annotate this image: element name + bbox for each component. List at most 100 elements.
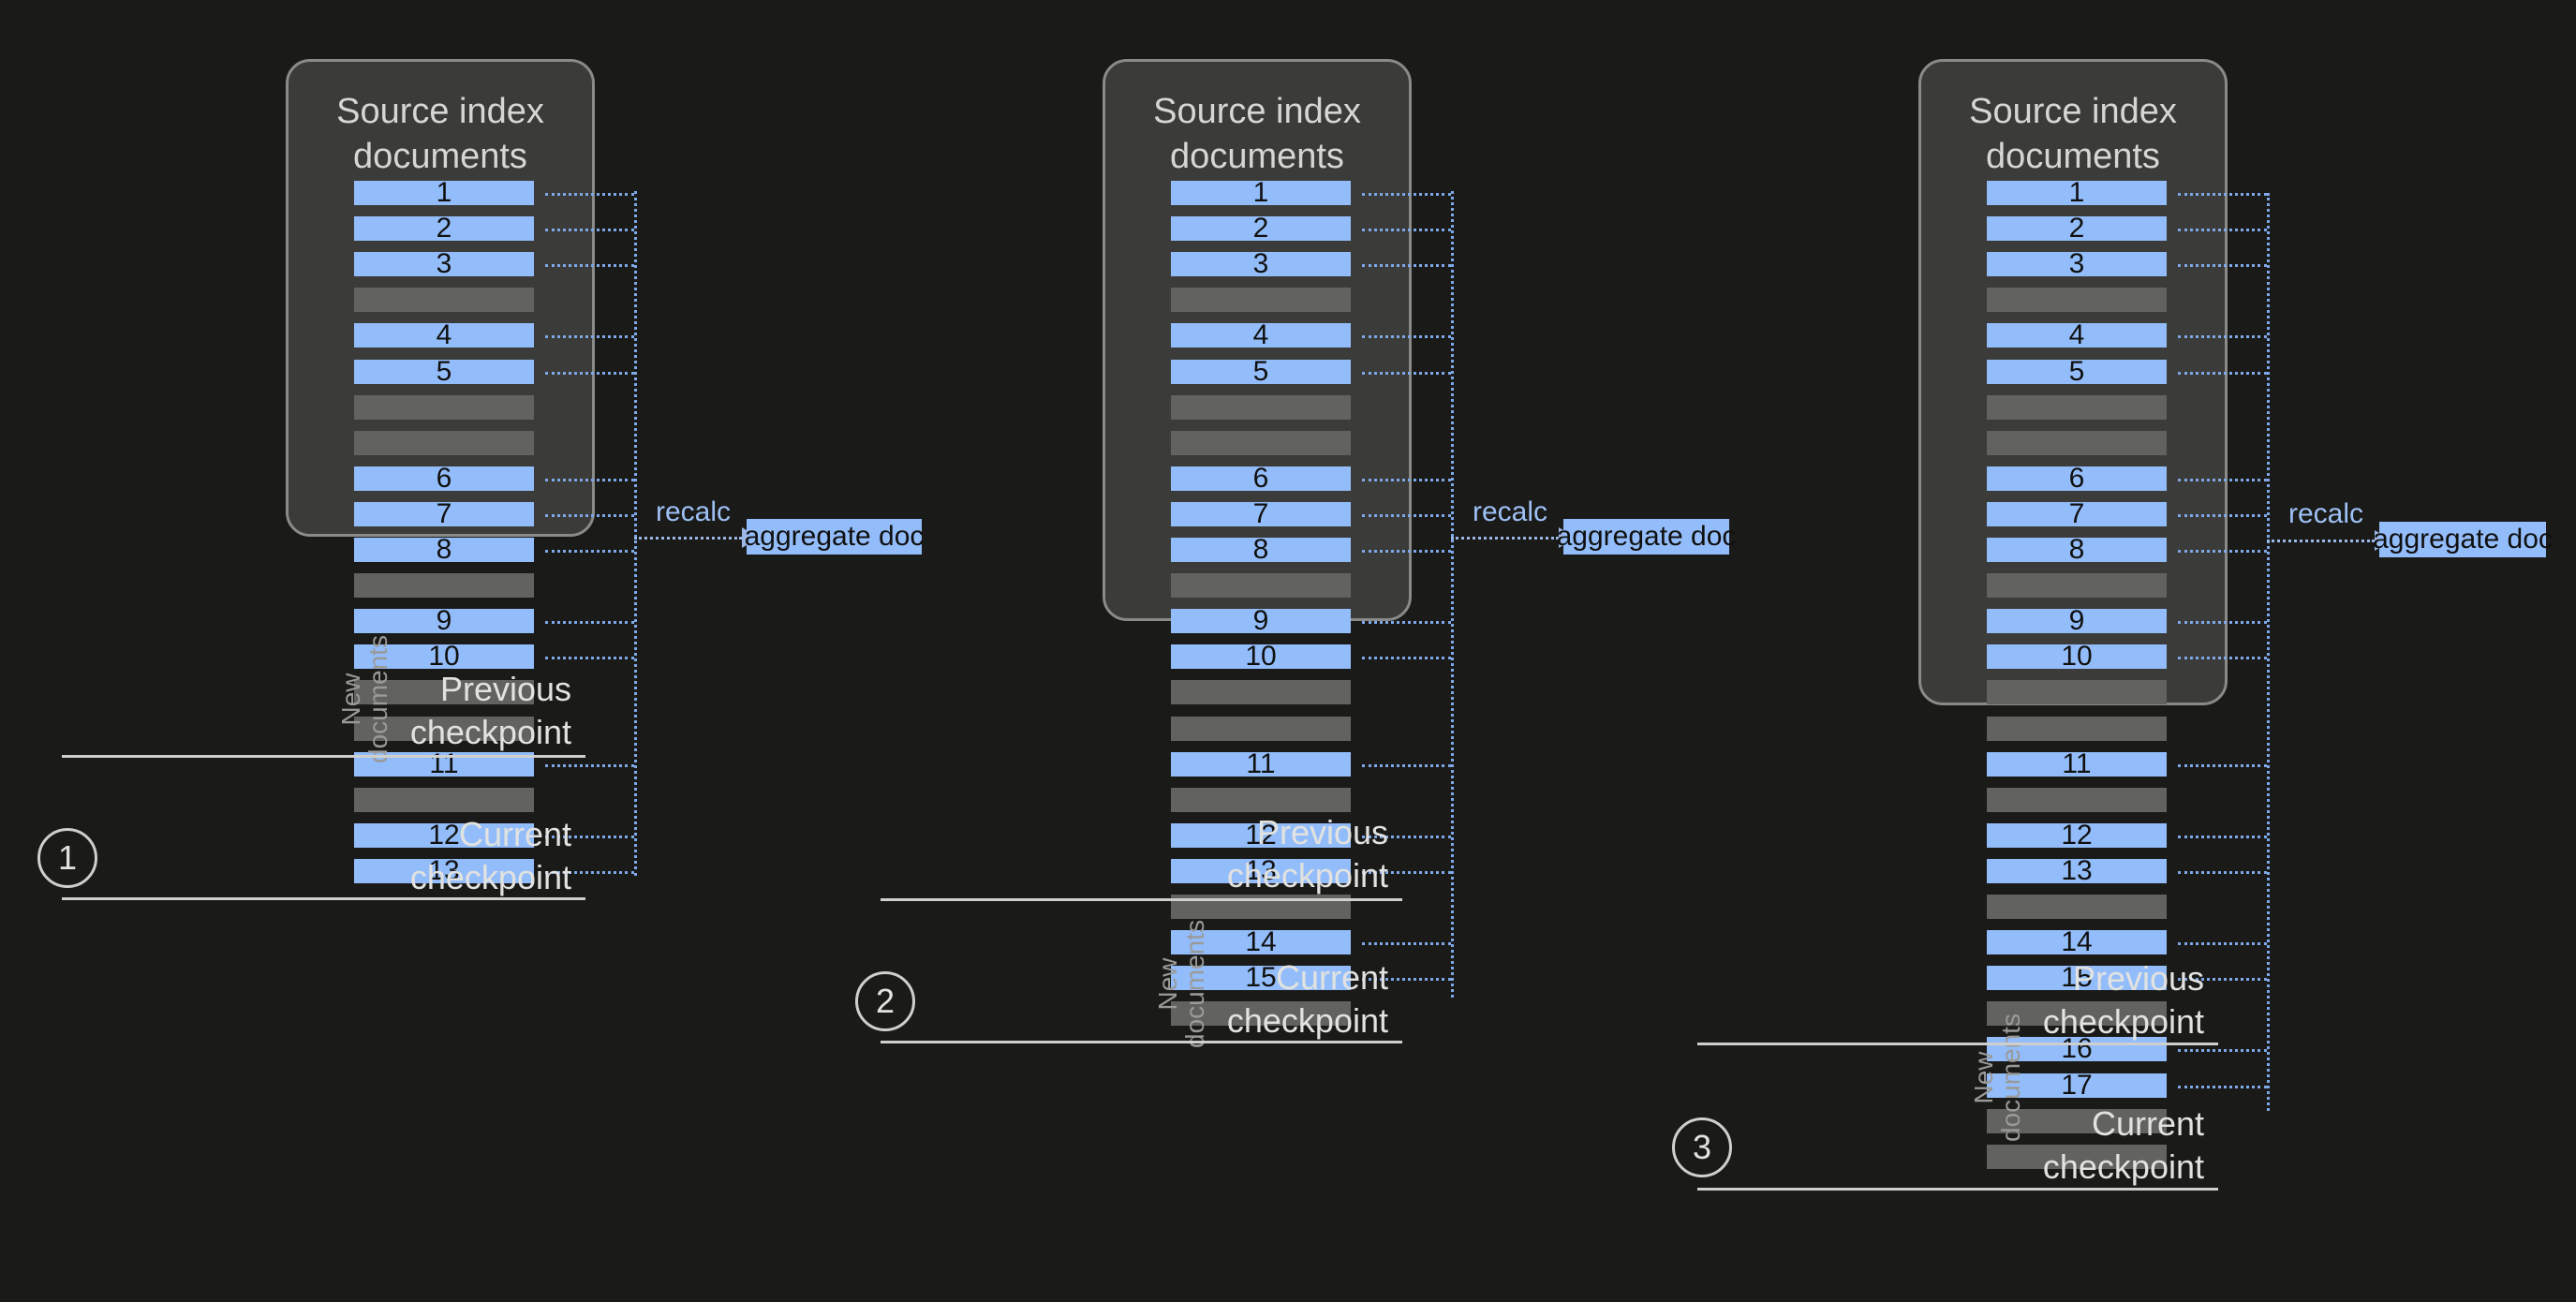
document-row: 12 bbox=[354, 820, 534, 851]
aggregate-doc-box: aggregate doc bbox=[745, 519, 924, 555]
document-row: 12 bbox=[1171, 820, 1351, 851]
aggregate-doc-box: aggregate doc bbox=[2373, 522, 2553, 557]
document-row: 2 bbox=[354, 213, 534, 244]
previous-checkpoint-line bbox=[1697, 1043, 2218, 1045]
document-row: 13 bbox=[354, 855, 534, 886]
document-row: 13 bbox=[1987, 855, 2167, 886]
document-row-empty bbox=[1987, 288, 2167, 313]
document-row-empty bbox=[1171, 787, 1351, 812]
document-row: 11 bbox=[1987, 748, 2167, 779]
row-connector bbox=[545, 264, 634, 268]
document-row-empty bbox=[354, 680, 534, 705]
document-row-empty bbox=[354, 288, 534, 313]
document-row-empty bbox=[1987, 716, 2167, 741]
row-connector bbox=[1362, 229, 1451, 232]
row-connector bbox=[545, 335, 634, 339]
document-row: 12 bbox=[1987, 820, 2167, 851]
document-row: 4 bbox=[1987, 319, 2167, 350]
document-row: 8 bbox=[1987, 534, 2167, 565]
document-row-empty bbox=[1987, 1108, 2167, 1133]
document-row-empty bbox=[1171, 716, 1351, 741]
document-row-empty bbox=[354, 787, 534, 812]
row-connector bbox=[1362, 371, 1451, 375]
document-row-empty bbox=[1987, 1144, 2167, 1169]
document-row: 5 bbox=[1987, 356, 2167, 387]
row-connector bbox=[545, 621, 634, 625]
recalc-arrow-line bbox=[2267, 540, 2375, 542]
document-row-empty bbox=[1987, 787, 2167, 812]
document-row: 3 bbox=[1987, 248, 2167, 279]
document-row: 9 bbox=[354, 605, 534, 636]
step-number-3: 3 bbox=[1672, 1117, 1732, 1177]
row-connector bbox=[545, 657, 634, 660]
row-connector bbox=[1362, 835, 1451, 838]
current-checkpoint-line bbox=[1697, 1188, 2218, 1191]
document-row-empty bbox=[1171, 288, 1351, 313]
aggregation-bus bbox=[2267, 193, 2270, 1111]
aggregate-doc-box: aggregate doc bbox=[1557, 519, 1736, 555]
document-row: 7 bbox=[1987, 498, 2167, 529]
document-row-empty bbox=[354, 430, 534, 455]
document-row-empty bbox=[1987, 1001, 2167, 1027]
row-connector bbox=[545, 550, 634, 553]
row-connector bbox=[1362, 621, 1451, 625]
aggregation-bus bbox=[1451, 191, 1454, 998]
document-row: 14 bbox=[1987, 926, 2167, 957]
document-row: 1 bbox=[1171, 177, 1351, 208]
document-row: 7 bbox=[354, 498, 534, 529]
document-row-empty bbox=[354, 394, 534, 420]
document-row-empty bbox=[1171, 394, 1351, 420]
row-connector bbox=[545, 229, 634, 232]
row-connector bbox=[2178, 371, 2267, 375]
document-row: 7 bbox=[1171, 498, 1351, 529]
document-row: 3 bbox=[1171, 248, 1351, 279]
row-connector bbox=[1362, 942, 1451, 946]
document-row: 8 bbox=[1171, 534, 1351, 565]
previous-checkpoint-line bbox=[881, 898, 1402, 901]
document-row: 6 bbox=[1987, 463, 2167, 494]
row-connector bbox=[2178, 478, 2267, 481]
row-connector bbox=[545, 513, 634, 517]
row-connector bbox=[1362, 550, 1451, 553]
document-row-empty bbox=[1171, 1001, 1351, 1027]
recalc-arrow-line bbox=[634, 537, 742, 540]
aggregation-bus bbox=[634, 191, 637, 876]
document-row: 11 bbox=[1171, 748, 1351, 779]
document-row: 14 bbox=[1171, 926, 1351, 957]
recalc-label: recalc bbox=[1473, 496, 1548, 527]
document-row-empty bbox=[1171, 573, 1351, 599]
row-connector bbox=[1362, 478, 1451, 481]
current-checkpoint-line bbox=[881, 1041, 1402, 1043]
document-row: 2 bbox=[1987, 213, 2167, 244]
row-connector bbox=[2178, 264, 2267, 268]
row-connector bbox=[545, 371, 634, 375]
document-row-empty bbox=[1987, 895, 2167, 919]
row-connector bbox=[545, 763, 634, 767]
row-connector bbox=[2178, 335, 2267, 339]
document-row: 9 bbox=[1987, 605, 2167, 636]
row-connector bbox=[2178, 621, 2267, 625]
row-connector bbox=[2178, 1049, 2267, 1053]
row-connector bbox=[545, 870, 634, 874]
row-connector bbox=[1362, 978, 1451, 982]
row-connector bbox=[1362, 763, 1451, 767]
recalc-label: recalc bbox=[656, 496, 732, 527]
step-number-2: 2 bbox=[855, 971, 915, 1031]
row-connector bbox=[2178, 657, 2267, 660]
document-row: 1 bbox=[354, 177, 534, 208]
row-connector bbox=[545, 193, 634, 196]
document-row-empty bbox=[1987, 430, 2167, 455]
document-row: 6 bbox=[1171, 463, 1351, 494]
row-connector bbox=[1362, 513, 1451, 517]
document-row-empty bbox=[1171, 680, 1351, 705]
document-row-empty bbox=[1987, 680, 2167, 705]
document-row: 8 bbox=[354, 534, 534, 565]
